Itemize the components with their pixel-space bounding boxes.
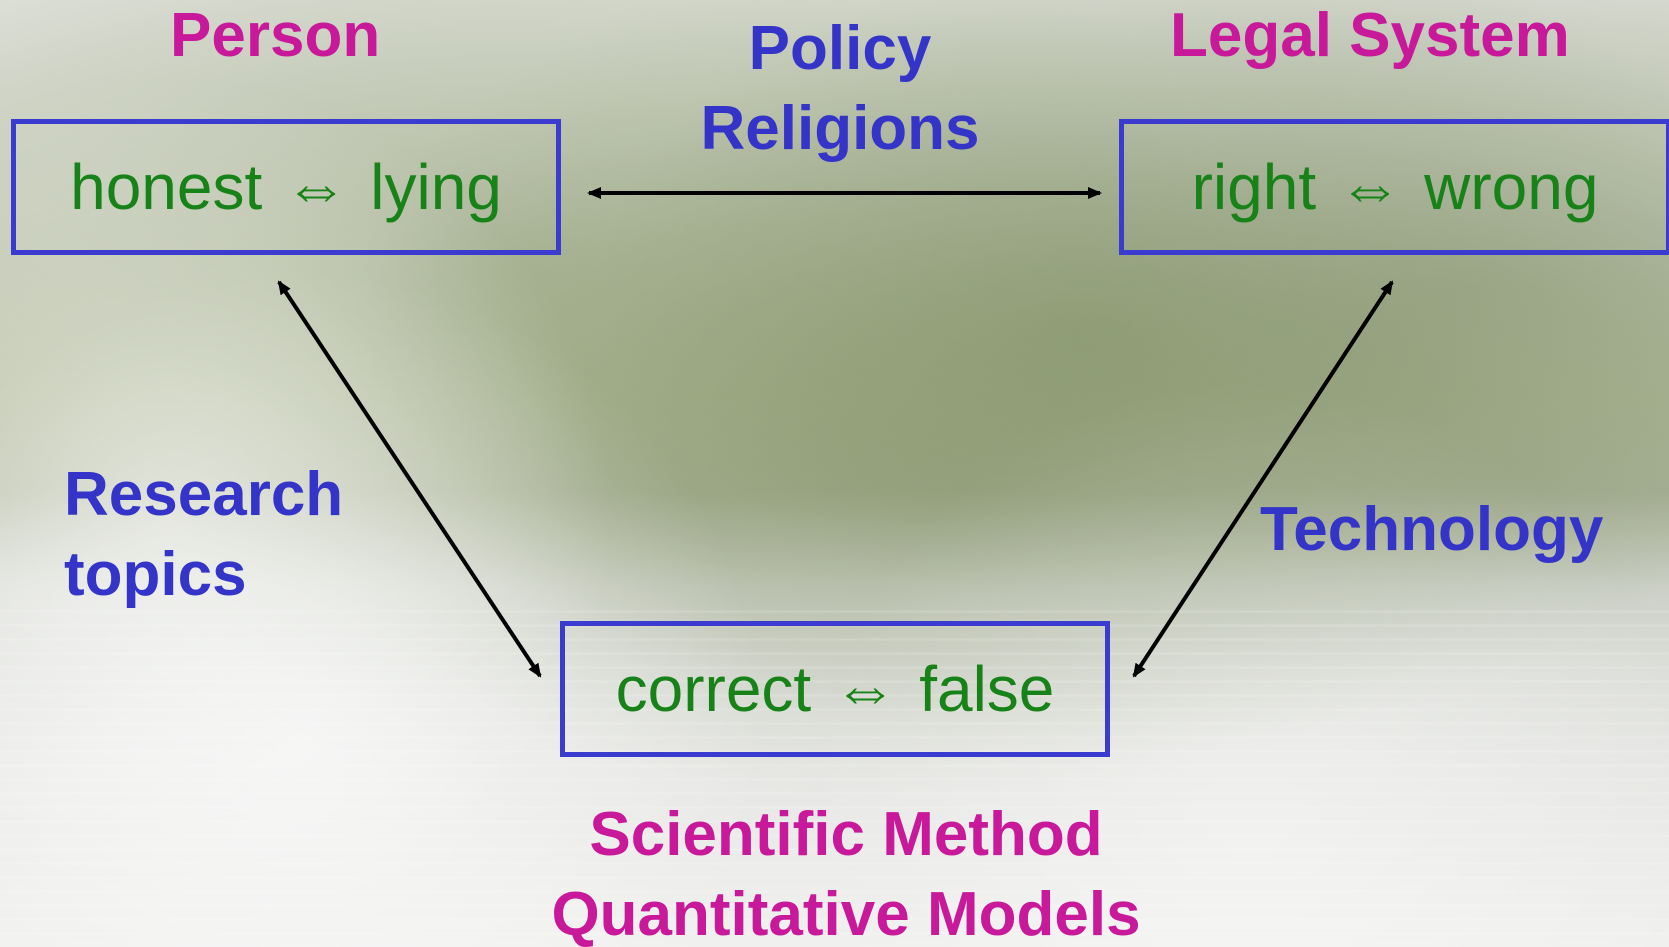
legal-left-term: right [1191,151,1317,223]
edge-label-right-line-1: Technology [1260,495,1604,564]
edge-label-left-line-1: Research [64,460,344,529]
person-left-term: honest [70,151,263,223]
box-person: honest ⇔ lying [11,119,561,255]
science-title-line-1: Scientific Method [589,800,1103,869]
edge-label-top-line-1: Policy [748,14,932,83]
edge-label-left: Research topics [64,455,343,615]
edge-label-left-line-2: topics [64,540,247,609]
science-right-term: false [919,653,1055,725]
science-left-term: correct [615,653,812,725]
bidirectional-arrow-icon: ⇔ [284,151,349,223]
edge-label-right: Technology [1260,490,1603,570]
box-science: correct ⇔ false [560,621,1110,757]
person-title: Person [170,0,380,76]
person-title-text: Person [170,1,381,70]
legal-system-title: Legal System [1170,0,1570,76]
person-right-term: lying [370,151,502,223]
edge-label-top: Policy Religions [680,9,1000,169]
edge-label-top-line-2: Religions [700,94,980,163]
bidirectional-arrow-icon: ⇔ [833,653,898,725]
bidirectional-arrow-icon: ⇔ [1338,151,1403,223]
science-title: Scientific Method Quantitative Models [516,795,1176,947]
legal-right-term: wrong [1424,151,1599,223]
legal-system-title-text: Legal System [1170,1,1570,70]
box-legal-system: right ⇔ wrong [1119,119,1669,255]
science-title-line-2: Quantitative Models [551,880,1141,947]
